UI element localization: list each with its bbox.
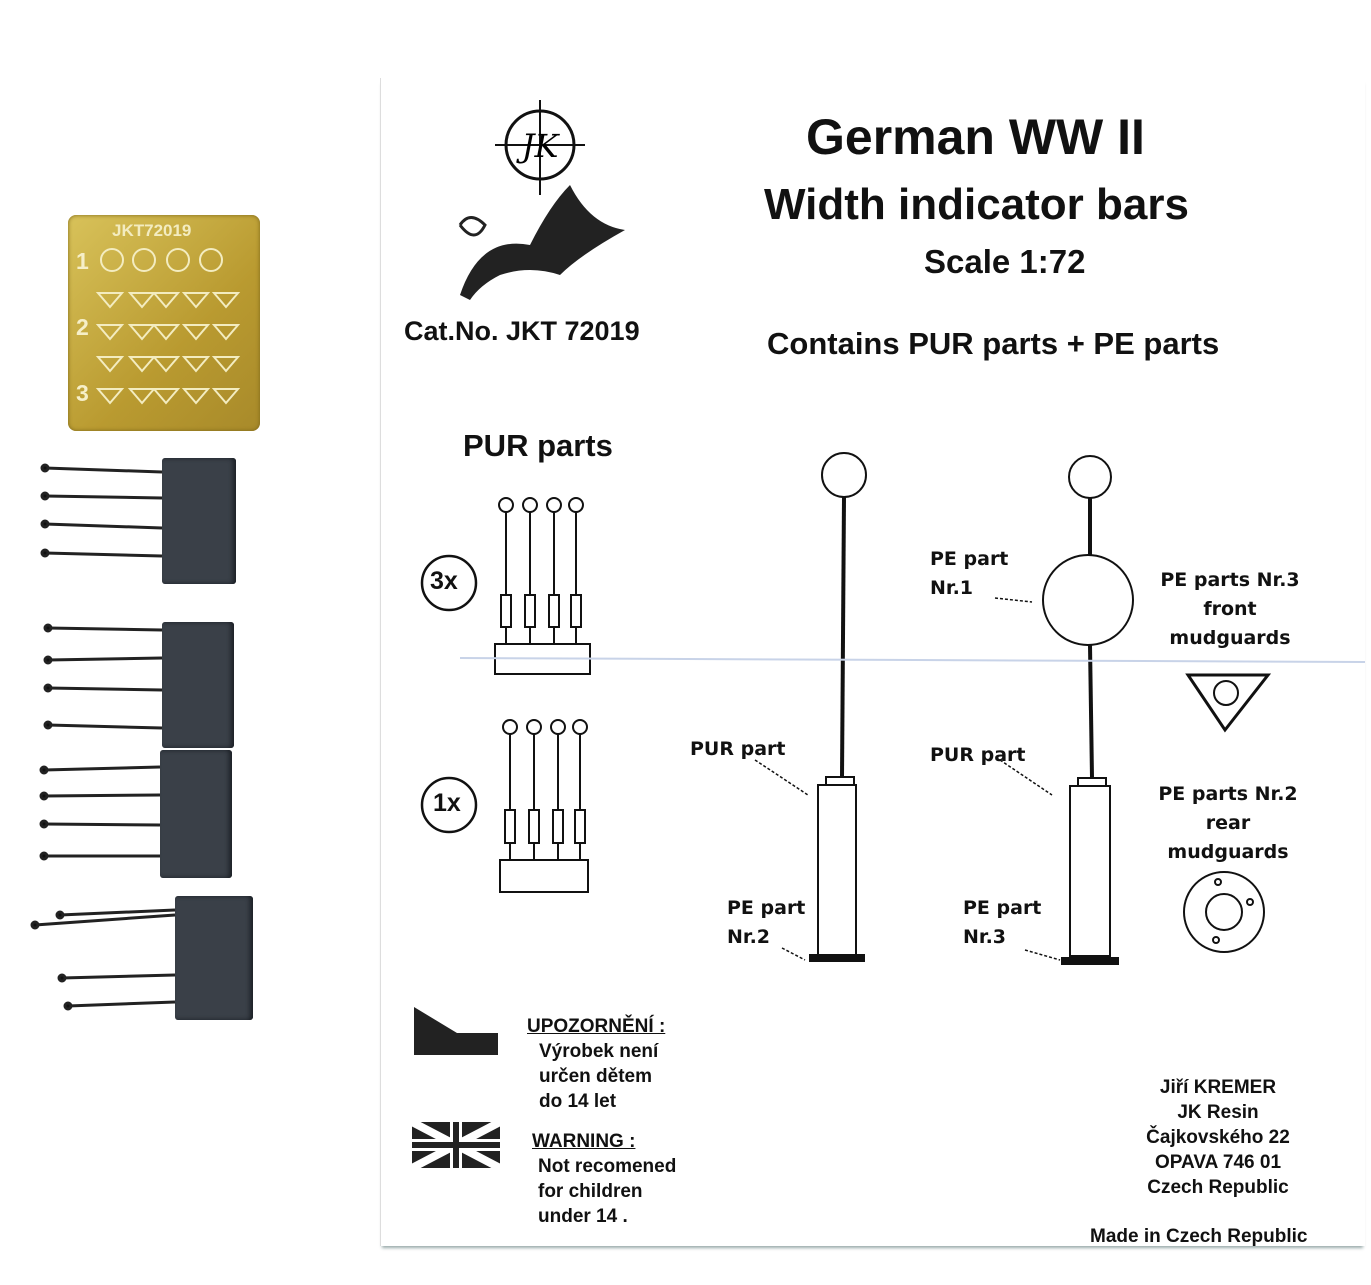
warning-cz-line: Výrobek není xyxy=(539,1041,659,1062)
label-line: PE parts Nr.3 xyxy=(1160,569,1300,591)
title-line2: Width indicator bars xyxy=(764,180,1189,229)
resin-part xyxy=(175,896,253,1020)
label-pur-part-right: PUR part xyxy=(930,744,1026,766)
resin-rods xyxy=(30,463,176,1011)
resin-part xyxy=(160,750,232,878)
quantity-1x: 1x xyxy=(433,789,461,817)
jk-resin-logo: JK xyxy=(458,100,625,300)
fret-parts xyxy=(95,248,241,404)
pur-parts-title: PUR parts xyxy=(463,428,613,463)
catalog-number: Cat.No. JKT 72019 xyxy=(404,316,640,346)
photo-etched-fret xyxy=(68,215,260,431)
label-line: PE part xyxy=(727,897,806,919)
warning-en-line: for children xyxy=(538,1181,643,1202)
title-line1: German WW II xyxy=(806,109,1145,165)
fret-row-number: 2 xyxy=(76,314,89,340)
svg-text:JK: JK xyxy=(516,127,561,165)
fret-label: JKT72019 xyxy=(112,221,192,240)
czech-flag-icon xyxy=(414,1007,498,1055)
warning-cz-line: určen dětem xyxy=(539,1066,652,1087)
contents: Contains PUR parts + PE parts xyxy=(767,326,1220,361)
warning-cz-line: do 14 let xyxy=(539,1091,617,1112)
address-line: Czech Republic xyxy=(1147,1177,1289,1198)
label-pur-part-left: PUR part xyxy=(690,738,786,760)
label-front-mudguards: PE parts Nr.3 front mudguards xyxy=(1140,566,1320,653)
label-line: rear xyxy=(1205,812,1251,834)
made-in: Made in Czech Republic xyxy=(1090,1226,1308,1247)
diagram xyxy=(420,452,1365,965)
label-line: PE part xyxy=(930,548,1009,570)
quantity-3x: 3x xyxy=(430,567,458,595)
fret-row-number: 3 xyxy=(76,380,89,406)
warning-en-line: Not recomened xyxy=(538,1156,677,1177)
label-line: front xyxy=(1203,598,1257,620)
address-line: Jiří KREMER xyxy=(1159,1077,1277,1098)
warning-en-heading: WARNING : xyxy=(532,1131,636,1152)
resin-part xyxy=(162,622,234,748)
uk-flag-icon xyxy=(412,1122,500,1168)
label-line: mudguards xyxy=(1169,627,1291,649)
resin-part xyxy=(162,458,236,584)
warning-czech: UPOZORNĚNÍ : Výrobek není určen dětem do… xyxy=(527,1014,665,1114)
label-line: Nr.2 xyxy=(727,926,771,948)
address-line: Čajkovského 22 xyxy=(1146,1127,1290,1148)
warning-en-line: under 14 . xyxy=(538,1206,628,1227)
warning-cz-heading: UPOZORNĚNÍ : xyxy=(527,1016,666,1037)
label-line: Nr.3 xyxy=(963,926,1007,948)
label-line: PE part xyxy=(963,897,1042,919)
label-line: Nr.1 xyxy=(930,577,974,599)
manufacturer-address: Jiří KREMER JK Resin Čajkovského 22 OPAV… xyxy=(1128,1075,1308,1200)
label-line: mudguards xyxy=(1167,841,1289,863)
label-rear-mudguards: PE parts Nr.2 rear mudguards xyxy=(1138,780,1318,867)
fret-row-number: 1 xyxy=(76,248,89,274)
address-line: OPAVA 746 01 xyxy=(1154,1152,1282,1173)
warning-english: WARNING : Not recomened for children und… xyxy=(532,1129,676,1229)
scale: Scale 1:72 xyxy=(924,243,1086,280)
label-line: PE parts Nr.2 xyxy=(1158,783,1298,805)
address-line: JK Resin xyxy=(1177,1102,1259,1123)
